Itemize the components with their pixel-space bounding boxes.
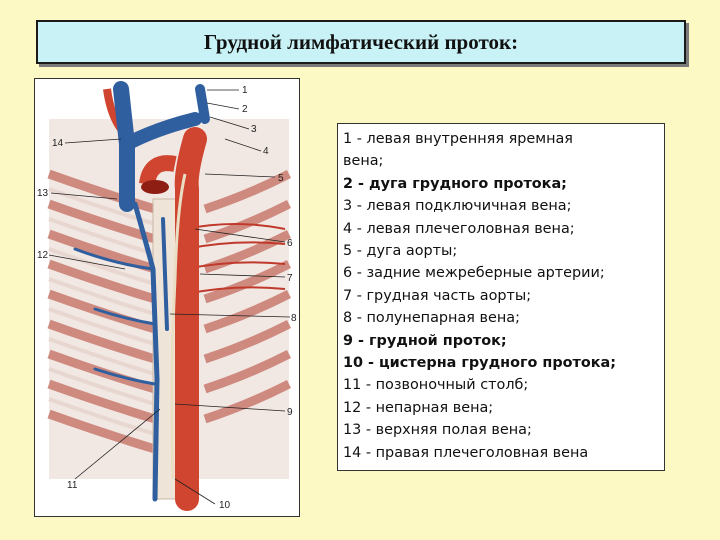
label-10: 10 xyxy=(219,500,231,511)
label-6: 6 xyxy=(287,238,293,249)
legend-item: 8 - полунепарная вена; xyxy=(343,310,520,327)
figure-labels: 1 2 3 4 5 6 7 8 9 10 11 12 13 14 xyxy=(37,85,297,511)
label-5: 5 xyxy=(278,173,284,184)
label-2: 2 xyxy=(242,104,248,115)
legend-item: 1 - левая внутренняя яремная xyxy=(343,131,573,147)
label-1: 1 xyxy=(242,85,248,96)
legend-item: 5 - дуга аорты; xyxy=(343,243,458,260)
label-9: 9 xyxy=(287,407,293,418)
legend-item: 3 - левая подключичная вена; xyxy=(343,198,572,215)
legend-item: 7 - грудная часть аорты; xyxy=(343,287,532,304)
label-12: 12 xyxy=(37,250,49,261)
label-3: 3 xyxy=(251,124,257,135)
label-7: 7 xyxy=(287,273,293,284)
label-13: 13 xyxy=(37,188,49,199)
legend-item: 4 - левая плечеголовная вена; xyxy=(343,220,575,237)
ribs xyxy=(47,119,292,479)
thoracic-duct-illustration: 1 2 3 4 5 6 7 8 9 10 11 12 13 14 xyxy=(37,81,297,511)
legend-item: 14 - правая плечеголовная вена xyxy=(343,444,589,461)
title-box: Грудной лимфатический проток: xyxy=(36,20,686,64)
legend-item: 13 - верхняя полая вена; xyxy=(343,422,532,439)
legend-item: 10 - цистерна грудного протока; xyxy=(343,355,617,372)
legend-item: 12 - непарная вена; xyxy=(343,399,494,416)
leader-lines xyxy=(48,89,291,505)
label-8: 8 xyxy=(291,313,297,324)
legend-item: 6 - задние межреберные артерии; xyxy=(343,265,605,282)
label-14: 14 xyxy=(52,138,64,149)
label-4: 4 xyxy=(263,146,269,157)
legend-item: вена; xyxy=(343,153,384,170)
legend-item: 11 - позвоночный столб; xyxy=(343,377,529,394)
legend-list: 1 - левая внутренняя яремная вена; 2 - д… xyxy=(338,124,664,464)
thoracic-duct xyxy=(170,173,187,480)
legend-box: 1 - левая внутренняя яремная вена; 2 - д… xyxy=(337,123,665,471)
anatomy-figure: 1 2 3 4 5 6 7 8 9 10 11 12 13 14 xyxy=(34,78,300,517)
page-title: Грудной лимфатический проток: xyxy=(203,29,519,54)
veins xyxy=(73,81,210,502)
label-11: 11 xyxy=(67,480,78,491)
legend-item: 9 - грудной проток; xyxy=(343,332,507,349)
legend-item: 2 - дуга грудного протока; xyxy=(343,175,567,192)
